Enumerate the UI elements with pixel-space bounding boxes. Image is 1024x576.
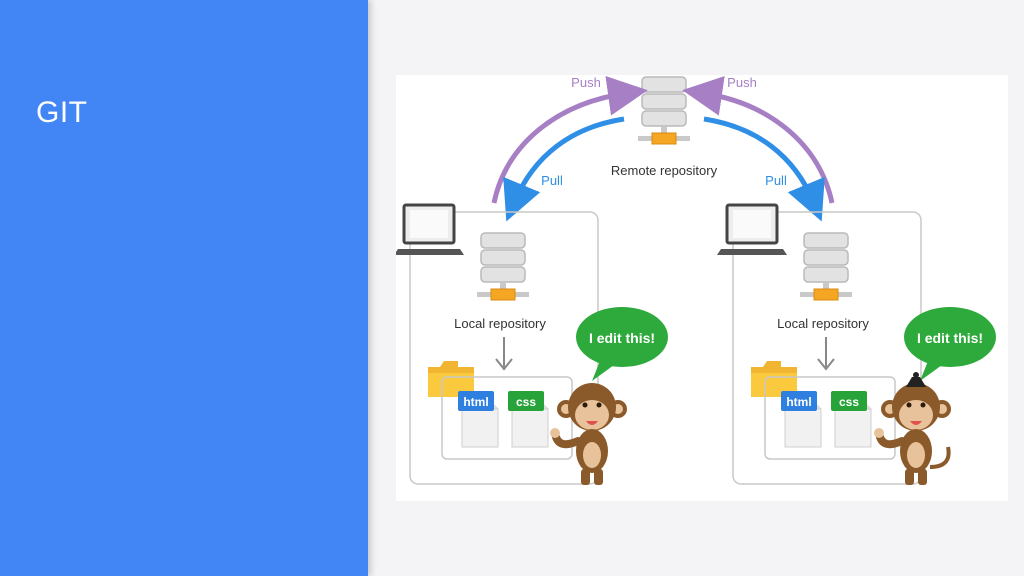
tail-icon <box>929 446 951 469</box>
monkey-icon-right <box>874 383 951 485</box>
html-tag-label-right: html <box>786 395 811 409</box>
speech-bubble-right <box>904 307 996 367</box>
css-tag-label-right: css <box>839 395 859 409</box>
push-label-left: Push <box>571 75 601 90</box>
down-arrow-icon-left <box>495 337 513 371</box>
pull-label-right: Pull <box>765 173 787 188</box>
local-server-icon-right <box>799 232 853 301</box>
push-label-right: Push <box>727 75 757 90</box>
git-diagram: Remote repository Push Push Pull Pull Lo… <box>392 75 1008 501</box>
push-arrow-left <box>491 75 648 204</box>
laptop-icon-right <box>715 203 789 257</box>
title-panel: GIT <box>0 0 368 576</box>
speech-text-right: I edit this! <box>917 330 983 346</box>
pull-label-left: Pull <box>541 173 563 188</box>
monkey-icon-left <box>550 383 627 485</box>
remote-server-icon <box>637 76 691 145</box>
local-server-icon-left <box>476 232 530 301</box>
html-tag-left <box>458 391 494 411</box>
local-repository-label-right: Local repository <box>777 316 869 331</box>
speech-bubble-left <box>576 307 668 367</box>
hat-icon <box>906 377 926 387</box>
css-tag-label-left: css <box>516 395 536 409</box>
push-arrow-right <box>682 76 835 204</box>
local-repository-label-left: Local repository <box>454 316 546 331</box>
pull-arrow-left <box>503 116 625 222</box>
speech-text-left: I edit this! <box>589 330 655 346</box>
html-tag-label-left: html <box>463 395 488 409</box>
laptop-icon-left <box>392 203 466 257</box>
remote-repository-label: Remote repository <box>611 163 718 178</box>
html-tag-right <box>781 391 817 411</box>
css-tag-left <box>508 391 544 411</box>
git-diagram-svg: Remote repository Push Push Pull Pull Lo… <box>392 75 996 501</box>
slide-title: GIT <box>36 96 88 129</box>
pull-arrow-right <box>703 116 825 222</box>
css-tag-right <box>831 391 867 411</box>
down-arrow-icon-right <box>817 337 835 371</box>
